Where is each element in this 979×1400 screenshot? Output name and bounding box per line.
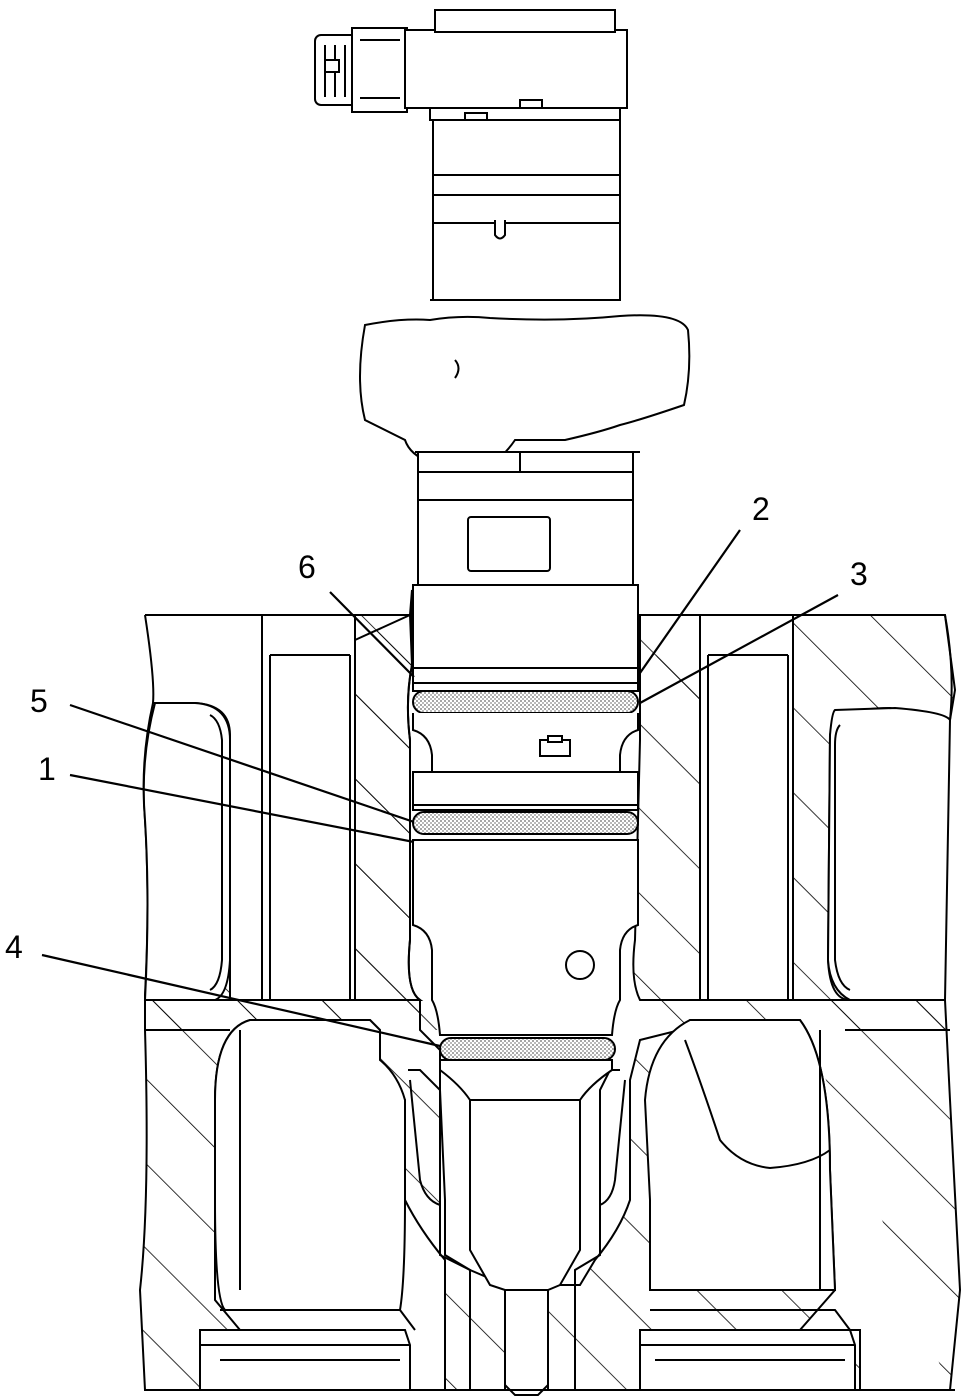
- lower-o-ring: [439, 1037, 616, 1061]
- callout-6: 6: [298, 549, 316, 585]
- leader-line-4: [41, 953, 441, 1048]
- leader-line-3: [639, 594, 839, 704]
- callout-1: 1: [38, 751, 56, 787]
- cylinder-head-section: [138, 589, 962, 1391]
- leader-lines: [41, 529, 839, 1048]
- fuel-injector: [314, 9, 691, 1396]
- injector-connector: [314, 9, 628, 113]
- hold-down-clamp: [359, 314, 691, 468]
- leader-line-6: [329, 591, 415, 678]
- leader-line-5: [69, 703, 415, 824]
- middle-o-ring: [412, 811, 639, 835]
- callout-4: 4: [5, 929, 23, 965]
- callout-labels: 1 2 3 4 5 6: [5, 491, 868, 965]
- upper-o-ring: [412, 690, 639, 714]
- leader-line-1: [69, 773, 415, 844]
- callout-2: 2: [752, 491, 770, 527]
- leader-line-2: [639, 529, 741, 674]
- callout-3: 3: [850, 556, 868, 592]
- callout-5: 5: [30, 683, 48, 719]
